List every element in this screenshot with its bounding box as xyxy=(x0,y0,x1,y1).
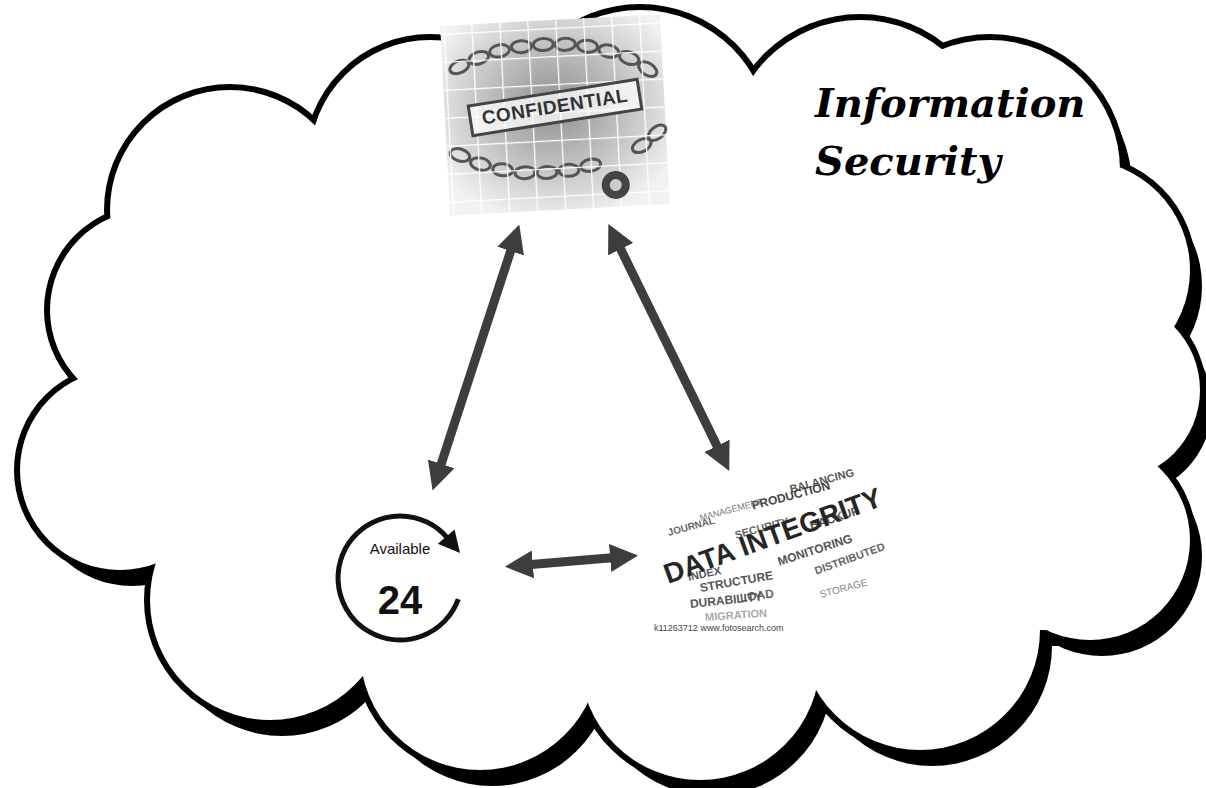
confidential-illustration xyxy=(440,14,672,215)
icon-label: Available xyxy=(345,541,455,558)
tile-grid xyxy=(440,14,670,215)
bidirectional-arrow xyxy=(519,557,624,566)
padlock xyxy=(601,170,630,199)
word-cloud-word: MIGRATION xyxy=(705,608,768,623)
integrity-word-cloud: DATA INTEGRITY xyxy=(648,480,883,610)
word-cloud-word: JOURNAL xyxy=(667,516,716,538)
padlock-ring xyxy=(609,179,622,192)
word-cloud-title: DATA INTEGRITY xyxy=(659,483,882,592)
tile-background xyxy=(440,14,670,215)
bidirectional-arrow xyxy=(615,237,724,459)
stamp-text: CONFIDENTIAL xyxy=(467,78,644,138)
title-text: Information Security xyxy=(815,74,1135,190)
word-cloud-word: STORAGE xyxy=(819,578,869,600)
cloud-border xyxy=(20,10,1200,780)
confidentiality-image: CONFIDENTIAL xyxy=(440,15,670,215)
cloud-fill xyxy=(20,10,1200,780)
availability-icon: Available 24 xyxy=(315,500,495,650)
icon-number: 24 xyxy=(345,580,455,620)
bidirectional-arrow xyxy=(437,238,515,477)
watermark: k11263712 www.fotosearch.com xyxy=(654,624,783,633)
cloud-shadow xyxy=(32,26,1206,788)
